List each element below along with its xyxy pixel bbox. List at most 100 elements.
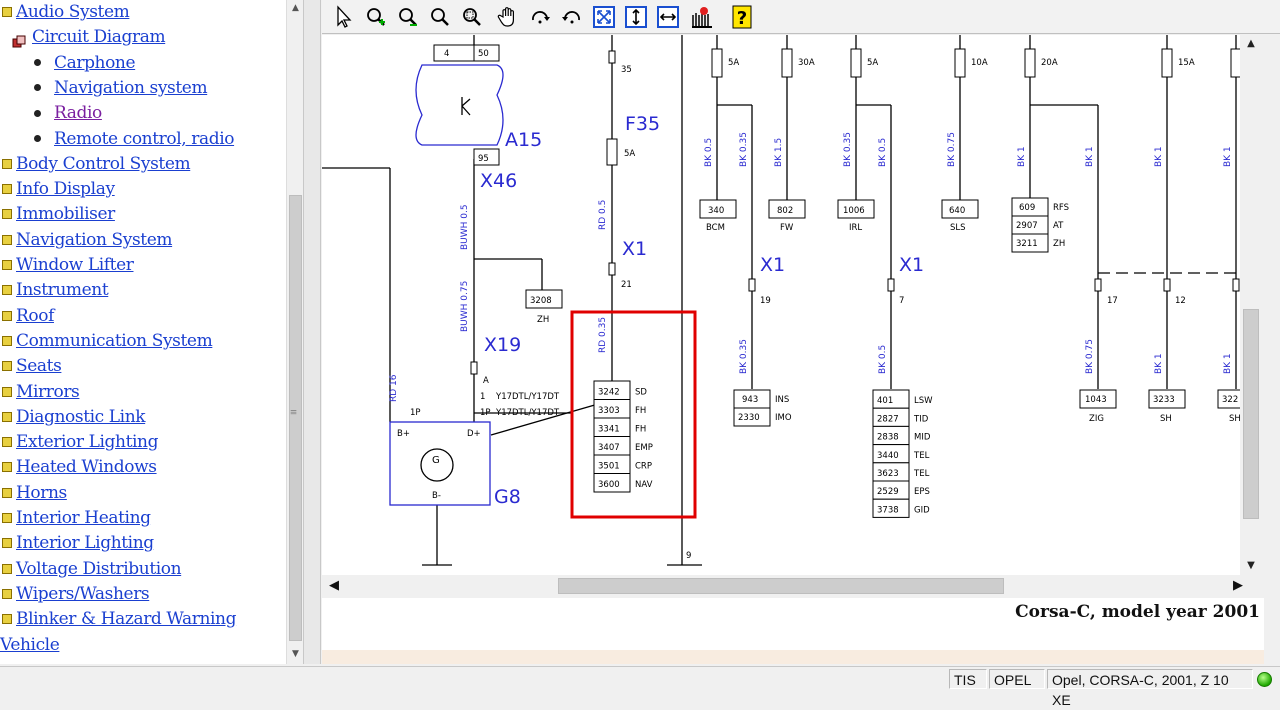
- tree-link[interactable]: Blinker & Hazard Warning: [16, 609, 237, 630]
- diagram-horizontal-scrollbar[interactable]: ◀ ▶: [322, 575, 1262, 597]
- tree-item[interactable]: Vehicle: [0, 633, 60, 657]
- tree-item[interactable]: Circuit Diagram: [12, 25, 166, 49]
- pin-9: 9: [686, 551, 691, 561]
- tree-item[interactable]: Carphone: [34, 51, 136, 75]
- tree-item[interactable]: Communication System: [2, 329, 213, 353]
- scroll-up-arrow-icon[interactable]: ▲: [292, 3, 299, 13]
- rotate-right-icon[interactable]: [558, 3, 586, 31]
- tree-item[interactable]: Instrument: [2, 278, 109, 302]
- tree-item[interactable]: Body Control System: [2, 152, 191, 176]
- wire-bk-1-b: BK 1: [1085, 146, 1095, 167]
- scroll-down-arrow-icon[interactable]: ▼: [292, 649, 299, 659]
- tree-item[interactable]: Heated Windows: [2, 455, 157, 479]
- tree-link[interactable]: Seats: [16, 356, 62, 377]
- tree-item[interactable]: Interior Heating: [2, 506, 151, 530]
- tree-item[interactable]: Horns: [2, 481, 67, 505]
- tree-item[interactable]: Blinker & Hazard Warning: [2, 607, 236, 631]
- tree-item[interactable]: Radio: [34, 101, 102, 125]
- diagram-vscroll-thumb[interactable]: [1243, 309, 1259, 519]
- tree-item[interactable]: Diagnostic Link: [2, 405, 146, 429]
- tree-link[interactable]: Radio: [54, 103, 102, 124]
- tree-item[interactable]: Immobiliser: [2, 202, 115, 226]
- tree-link[interactable]: Vehicle: [0, 634, 60, 655]
- tree-link[interactable]: Window Lifter: [16, 255, 134, 275]
- gen-bplus: B+: [397, 429, 410, 439]
- tree-link[interactable]: Carphone: [54, 52, 136, 73]
- tree-link[interactable]: Heated Windows: [16, 457, 157, 478]
- tree-link[interactable]: Communication System: [16, 330, 213, 351]
- tree-link[interactable]: Body Control System: [16, 153, 191, 174]
- tree-link[interactable]: Remote control, radio: [54, 128, 235, 149]
- x1-ref-code: TID: [913, 414, 929, 424]
- ref-ins: INS: [775, 395, 789, 405]
- ref-3208: 3208: [530, 296, 552, 306]
- fit-width-icon[interactable]: [654, 3, 682, 31]
- tree-item[interactable]: Window Lifter: [2, 253, 134, 277]
- x1-ref-code: GID: [914, 505, 930, 515]
- folder-icon: [2, 361, 12, 372]
- tree-item[interactable]: Roof: [2, 304, 54, 328]
- radio-ref-code: SD: [635, 388, 647, 398]
- tree-link[interactable]: Immobiliser: [16, 204, 115, 225]
- zoom-in-icon[interactable]: [362, 3, 390, 31]
- radio-ref-code: NAV: [635, 480, 653, 490]
- diagram-vertical-scrollbar[interactable]: ▲ ▼: [1240, 35, 1262, 575]
- diagram-scroll-up-icon[interactable]: ▲: [1247, 38, 1255, 49]
- pane-splitter[interactable]: [303, 0, 321, 664]
- status-bar: TIS OPEL Opel, CORSA-C, 2001, Z 10 XE: [0, 666, 1280, 708]
- tree-scrollbar[interactable]: ▲ ≡ ▼: [286, 0, 303, 664]
- circuit-diagram-canvas[interactable]: A15 X46 X19 G8 F35 X1 X1 X1 4 50 95 35 2…: [322, 35, 1255, 575]
- tree-item[interactable]: Exterior Lighting: [2, 430, 158, 454]
- tree-link[interactable]: Horns: [16, 482, 67, 503]
- select-pointer-icon[interactable]: [330, 3, 358, 31]
- tree-link[interactable]: Info Display: [16, 179, 115, 200]
- wire-bk-05-b: BK 0.5: [878, 138, 888, 167]
- diagram-scroll-down-icon[interactable]: ▼: [1247, 560, 1255, 571]
- diagram-scroll-left-icon[interactable]: ◀: [329, 578, 339, 593]
- help-icon[interactable]: ?: [728, 3, 756, 31]
- tree-link[interactable]: Navigation system: [54, 77, 208, 98]
- tree-link[interactable]: Navigation System: [16, 229, 173, 250]
- diagram-scroll-right-icon[interactable]: ▶: [1233, 578, 1243, 593]
- tree-link[interactable]: Circuit Diagram: [32, 27, 166, 48]
- tree-link[interactable]: Wipers/Washers: [16, 583, 150, 604]
- tree-item[interactable]: Navigation System: [2, 228, 173, 252]
- tree-link[interactable]: Roof: [16, 305, 54, 326]
- tree-link[interactable]: Interior Heating: [16, 508, 151, 528]
- gen-dplus: D+: [467, 429, 481, 439]
- bullet-icon: [34, 135, 41, 142]
- tree-link[interactable]: Mirrors: [16, 381, 80, 402]
- tree-item[interactable]: Remote control, radio: [34, 127, 234, 151]
- zoom-out-icon[interactable]: [394, 3, 422, 31]
- tree-link[interactable]: Exterior Lighting: [16, 432, 159, 453]
- tree-item[interactable]: Voltage Distribution: [2, 557, 182, 581]
- tree-item[interactable]: Seats: [2, 354, 62, 378]
- tree-item[interactable]: Mirrors: [2, 380, 80, 404]
- fuse-rating-4: 10A: [971, 58, 988, 68]
- fit-height-icon[interactable]: [622, 3, 650, 31]
- tree-link[interactable]: Diagnostic Link: [16, 406, 146, 427]
- tree-link[interactable]: Audio System: [16, 2, 130, 22]
- tree-scroll-thumb[interactable]: [289, 195, 302, 641]
- pin-50: 50: [478, 49, 489, 59]
- diagram-hscroll-thumb[interactable]: [558, 578, 1004, 594]
- wire-bk-035-b: BK 0.35: [843, 132, 853, 167]
- tree-item[interactable]: Info Display: [2, 177, 115, 201]
- zoom-icon[interactable]: [426, 3, 454, 31]
- tree-link[interactable]: Voltage Distribution: [16, 558, 182, 579]
- wire-bk-1-a: BK 1: [1017, 146, 1027, 167]
- scroll-grip-icon: ≡: [289, 408, 298, 418]
- tree-item[interactable]: Audio System: [2, 0, 130, 24]
- rotate-left-icon[interactable]: [526, 3, 554, 31]
- tree-item[interactable]: Navigation system: [34, 76, 208, 100]
- variant-text-2: Y17DTL/Y17DT: [495, 408, 560, 418]
- tree-item[interactable]: Interior Lighting: [2, 531, 154, 555]
- tree-link[interactable]: Instrument: [16, 280, 109, 301]
- tree-item[interactable]: Wipers/Washers: [2, 582, 150, 606]
- tree-link[interactable]: Interior Lighting: [16, 533, 154, 554]
- zoom-window-icon[interactable]: [458, 3, 486, 31]
- pan-hand-icon[interactable]: [494, 3, 522, 31]
- fit-all-icon[interactable]: [590, 3, 618, 31]
- highlight-icon[interactable]: [688, 3, 716, 31]
- f35-rating: 5A: [624, 149, 635, 159]
